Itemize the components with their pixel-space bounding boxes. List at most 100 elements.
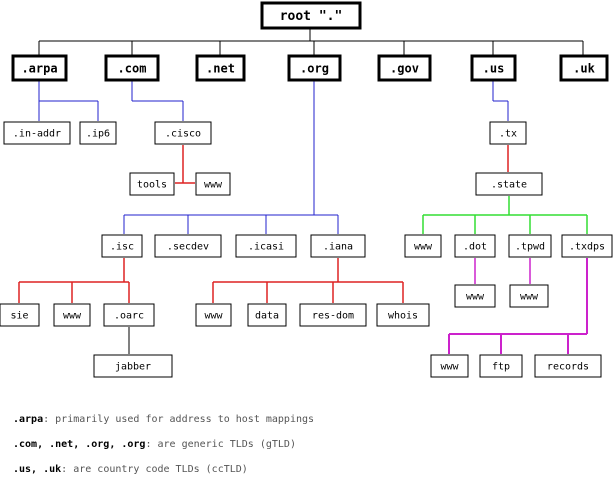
node-label: .state (491, 180, 527, 191)
node-label: .tx (499, 129, 517, 140)
legend-term: .com, .net, .org, .org (13, 439, 146, 450)
node-www-state: www (404, 234, 442, 258)
node-label: .secdev (167, 242, 209, 253)
node-box (104, 54, 160, 82)
node-sie: sie (0, 303, 40, 327)
node-box (559, 54, 609, 82)
node-box (287, 54, 342, 82)
legend-text: : are generic TLDs (gTLD) (145, 439, 296, 450)
legend-gtld: .com, .net, .org, .org: are generic TLDs… (13, 439, 296, 450)
legend-cctld: .us, .uk: are country code TLDs (ccTLD) (13, 464, 248, 475)
node-label: .in-addr (13, 129, 61, 140)
node-box (154, 121, 212, 145)
node-label: www (63, 311, 82, 322)
node-data: data (247, 303, 287, 327)
node-box (0, 303, 40, 327)
node-label: www (414, 242, 433, 253)
node-www-iana: www (195, 303, 232, 327)
node-box (534, 354, 602, 378)
node-box (11, 54, 68, 82)
node-label: www (440, 362, 459, 373)
node-label: data (255, 311, 279, 322)
node-www-tpwd: www (509, 284, 549, 308)
node-box (454, 234, 496, 258)
node-label: .com (118, 61, 147, 75)
node-label: root "." (280, 9, 343, 24)
node-label: tools (137, 180, 167, 191)
node-iana: .iana (310, 234, 366, 258)
node-box (195, 172, 231, 196)
node-inaddr: .in-addr (3, 121, 71, 145)
node-box (377, 54, 432, 82)
node-box (103, 303, 155, 327)
node-gov: .gov (377, 54, 432, 82)
node-txdps: .txdps (561, 234, 613, 258)
node-label: ftp (492, 362, 510, 373)
node-whois: whois (376, 303, 430, 327)
node-label: .net (206, 61, 235, 75)
node-label: .org (300, 61, 329, 75)
node-box (235, 234, 297, 258)
node-box (470, 54, 517, 82)
node-tpwd: .tpwd (508, 234, 552, 258)
node-label: sie (10, 311, 28, 322)
node-ip6: .ip6 (79, 121, 117, 145)
node-tools: tools (129, 172, 175, 196)
node-box (260, 1, 362, 30)
node-www-isc: www (53, 303, 91, 327)
node-label: .gov (390, 61, 419, 75)
legend-term: .us, .uk (13, 464, 62, 475)
node-label: www (204, 180, 223, 191)
node-label: records (547, 362, 589, 373)
node-label: .dot (463, 242, 487, 253)
node-label: res-dom (312, 311, 354, 322)
node-label: .uk (573, 61, 595, 75)
node-cisco: .cisco (154, 121, 212, 145)
node-isc: .isc (101, 234, 143, 258)
node-www-txdps: www (430, 354, 469, 378)
node-box (404, 234, 442, 258)
node-state: .state (475, 172, 543, 196)
node-net: .net (195, 54, 246, 82)
node-box (475, 172, 543, 196)
tree-nodes: root ".".arpa.com.net.org.gov.us.uk.in-a… (0, 1, 613, 378)
node-label: .iana (323, 242, 353, 253)
legend-arpa: .arpa: primarily used for address to hos… (13, 414, 314, 425)
node-label: .us (483, 61, 505, 75)
node-tx: .tx (489, 121, 527, 145)
node-box (129, 172, 175, 196)
node-box (310, 234, 366, 258)
node-records: records (534, 354, 602, 378)
node-label: .icasi (248, 242, 284, 253)
node-label: .tpwd (515, 242, 545, 253)
legend-text: : are country code TLDs (ccTLD) (61, 464, 248, 475)
tree-edges (18, 29, 588, 354)
node-box (101, 234, 143, 258)
node-box (479, 354, 523, 378)
node-box (195, 54, 246, 82)
node-box (299, 303, 367, 327)
node-label: .ip6 (86, 129, 110, 140)
node-us: .us (470, 54, 517, 82)
legend-text: : primarily used for address to host map… (43, 414, 315, 425)
node-www-dot: www (454, 284, 496, 308)
node-label: whois (388, 311, 418, 322)
node-box (561, 234, 613, 258)
node-box (509, 284, 549, 308)
node-dot: .dot (454, 234, 496, 258)
node-label: www (466, 292, 485, 303)
node-label: www (204, 311, 223, 322)
node-box (508, 234, 552, 258)
node-box (247, 303, 287, 327)
node-box (93, 354, 173, 378)
node-jabber: jabber (93, 354, 173, 378)
node-ftp: ftp (479, 354, 523, 378)
legend-term: .arpa (13, 414, 44, 425)
node-label: jabber (115, 362, 151, 373)
node-icasi: .icasi (235, 234, 297, 258)
node-label: .txdps (569, 242, 605, 253)
node-org: .org (287, 54, 342, 82)
node-uk: .uk (559, 54, 609, 82)
node-root: root "." (260, 1, 362, 30)
